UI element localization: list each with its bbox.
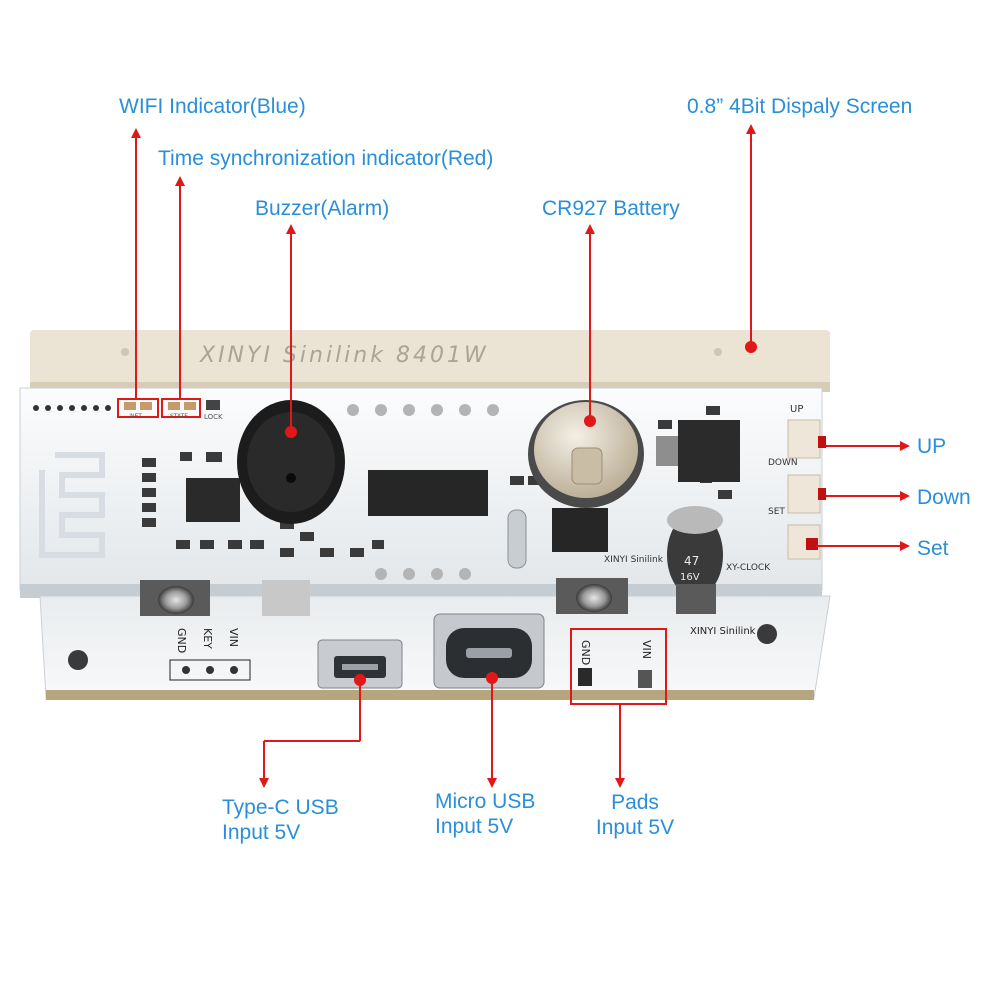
callout-arrows <box>131 124 910 788</box>
display-screen: XINYI Sinilink 8401W <box>30 330 830 392</box>
micro-usb-port <box>317 639 403 689</box>
down-button-label: Down <box>917 486 971 509</box>
time-sync-indicator-label: Time synchronization indicator(Red) <box>158 147 494 170</box>
display-silk-text: XINYI Sinilink 8401W <box>199 343 489 368</box>
controller-ic <box>186 478 240 522</box>
pin-label-vin: VIN <box>227 628 240 647</box>
buzzer-label: Buzzer(Alarm) <box>255 197 390 220</box>
micro-usb-label-line1: Micro USB <box>435 790 536 813</box>
led-label-lock: LOCK <box>204 413 223 421</box>
mounting-joints <box>140 578 716 616</box>
pin-header: GND KEY VIN <box>169 628 251 681</box>
micro-usb-label: Micro USB Input 5V <box>435 789 535 839</box>
pin-label-gnd: GND <box>175 628 188 653</box>
led-label-net: NET <box>130 413 142 420</box>
button-silk-set: SET <box>768 507 785 517</box>
electrolytic-capacitor: 47 16V VT <box>667 506 723 597</box>
pads-label: Pads Input 5V <box>580 790 690 840</box>
type-c-label-line1: Type-C USB <box>222 796 339 819</box>
base-brand-silk: XINYI Sinilink <box>690 626 756 637</box>
battery-label: CR927 Battery <box>542 197 680 220</box>
pin-label-key: KEY <box>201 628 214 649</box>
pad-label-gnd: GND <box>579 640 592 665</box>
crystal <box>507 509 527 569</box>
type-c-port <box>433 613 545 689</box>
up-button-label: UP <box>917 435 947 458</box>
type-c-label-line2: Input 5V <box>222 821 301 844</box>
buzzer <box>237 400 345 524</box>
pcb-brand-silk: XINYI Sinilink <box>604 555 664 565</box>
wifi-antenna <box>39 452 105 558</box>
pads-label-line2: Input 5V <box>595 816 675 839</box>
wifi-indicator-label: WIFI Indicator(Blue) <box>119 95 306 118</box>
led-label-state: STATE <box>170 413 188 420</box>
pads-label-line1: Pads <box>611 791 659 814</box>
header-pins <box>33 405 111 411</box>
pcb-model-silk: XY-CLOCK <box>726 563 771 573</box>
driver-ic <box>368 470 488 516</box>
type-c-label: Type-C USB Input 5V <box>222 795 339 845</box>
button-silk-down: DOWN <box>768 458 798 468</box>
capacitor-voltage: 16V <box>680 572 700 583</box>
battery-holder <box>528 400 644 508</box>
capacitor-value: 47 <box>684 554 699 568</box>
solder-pads <box>347 404 499 580</box>
status-leds: NET STATE LOCK <box>117 398 223 421</box>
micro-usb-label-line2: Input 5V <box>435 815 514 838</box>
voltage-regulator <box>656 420 740 482</box>
power-pads: GND VIN <box>570 628 667 705</box>
display-label: 0.8” 4Bit Dispaly Screen <box>687 95 913 118</box>
pad-label-vin: VIN <box>640 640 653 659</box>
rtc-ic <box>552 508 608 552</box>
set-button-label: Set <box>917 537 949 560</box>
button-silk-up: UP <box>790 404 803 415</box>
tactile-buttons: UP DOWN SET <box>768 404 826 560</box>
